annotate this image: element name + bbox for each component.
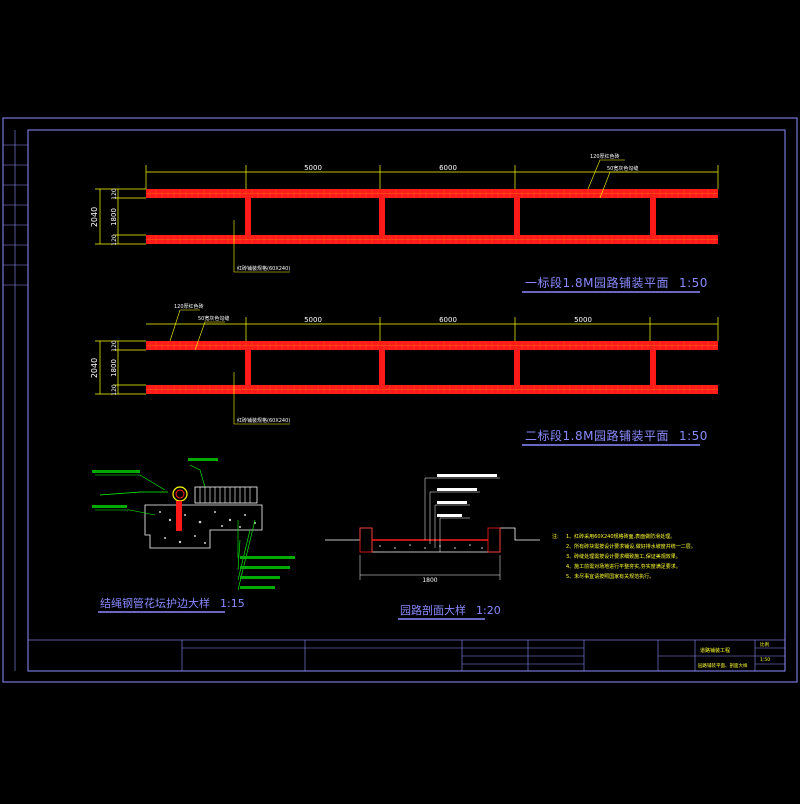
soil-mass [144, 504, 263, 549]
cross-band-2 [379, 198, 385, 235]
plan1-title: 一标段1.8M园路铺装平面 1:50 [525, 275, 708, 290]
plan-2: 5000 6000 5000 120 1800 120 2040 120厚红色砖… [90, 303, 719, 446]
cross-band-3 [514, 198, 520, 235]
plan1-scale: 1:50 [679, 276, 708, 290]
detail-planter-edge: 结绳钢管花坛护边大样 1:15 [92, 458, 295, 613]
notes-head: 注: [552, 533, 559, 540]
note2-top-a: 120厚红色砖 [174, 303, 204, 310]
note-top-b: 50宽灰色勾缝 [607, 165, 638, 172]
steel-pipe-inner [175, 489, 185, 499]
paving-block [194, 486, 258, 504]
dim-1800: 1800 [110, 208, 118, 226]
dim-5000: 5000 [304, 164, 322, 172]
note-3: 3、砖缝处理需按设计要求细致施工,保证美观效果。 [566, 553, 681, 560]
plan2-title-text: 二标段1.8M园路铺装平面 [525, 428, 669, 443]
plan1-title-text: 一标段1.8M园路铺装平面 [525, 275, 669, 290]
leader-b [599, 171, 630, 199]
tb-project: 道路铺装工程 [700, 647, 730, 654]
cross-band-4 [650, 198, 656, 235]
leader2-a [169, 309, 200, 342]
cross-band-2-1 [245, 350, 251, 385]
cross-band-2-3 [514, 350, 520, 385]
curb-right [487, 527, 501, 553]
dim2-5000-a: 5000 [304, 316, 322, 324]
tb-drawing: 园路铺装平面、剖面大样 [698, 662, 748, 669]
detail-left-scale: 1:15 [220, 597, 245, 610]
detail-mid-title: 园路剖面大样 1:20 [400, 603, 501, 617]
brick-hatch-2 [146, 345, 718, 390]
dim2-120-b: 120 [111, 384, 118, 396]
section-notes [437, 474, 497, 517]
dim2-2040: 2040 [90, 358, 99, 378]
green-notes [92, 458, 295, 589]
detail-mid-scale: 1:20 [476, 604, 501, 617]
note-2: 2、所有砖块需按设计要求铺设,做好排水坡度并统一二层。 [566, 543, 696, 550]
detail-mid-title-text: 园路剖面大样 [400, 603, 466, 617]
brick-hatch [146, 193, 718, 240]
soil-slope [99, 491, 168, 496]
title-block [27, 639, 786, 672]
note2-bottom: 红砖铺装规格(60X240) [237, 417, 290, 424]
leader-a [587, 159, 625, 190]
leader-c [233, 220, 290, 273]
dim-6000: 6000 [439, 164, 457, 172]
tb-scale-label: 比例 [760, 641, 769, 648]
steel-pipe [172, 486, 188, 502]
dim2-1800: 1800 [110, 359, 118, 377]
dim-left-2 [95, 340, 146, 395]
gravel-pattern [159, 511, 256, 544]
note-top-a: 120厚红色砖 [590, 153, 620, 160]
dim2-5000-b: 5000 [574, 316, 592, 324]
section-dim-1800: 1800 [422, 577, 437, 584]
sheet-border [2, 117, 798, 683]
detail-left-title-text: 结绳钢管花坛护边大样 [100, 596, 210, 610]
note2-top-b: 50宽灰色勾缝 [198, 315, 229, 322]
plan2-title: 二标段1.8M园路铺装平面 1:50 [525, 428, 708, 443]
dim2-120-a: 120 [111, 340, 118, 352]
section-leaders [424, 477, 500, 552]
note-1: 1、红砖采用60X240规格砖面,表面做防滑处理。 [566, 533, 675, 540]
note-5: 5、未尽事宜请按照国家有关规范执行。 [566, 573, 654, 580]
detail-left-title: 结绳钢管花坛护边大样 1:15 [100, 596, 245, 610]
note-bottom: 红砖铺装规格(60X240) [237, 265, 290, 272]
dim-top-2 [146, 317, 719, 341]
dim-120-b: 120 [111, 234, 118, 246]
dim2-6000: 6000 [439, 316, 457, 324]
cross-band-2-4 [650, 350, 656, 385]
detail-road-section: 1800 园路剖面大样 1:20 [325, 474, 540, 620]
post-red [176, 501, 182, 531]
leader2-c [233, 372, 290, 425]
green-leaders [95, 464, 256, 591]
inner-border [27, 129, 786, 672]
cross-band-2-2 [379, 350, 385, 385]
notes-block: 注: 1、红砖采用60X240规格砖面,表面做防滑处理。 2、所有砖块需按设计要… [552, 533, 696, 580]
cross-band-1 [245, 198, 251, 235]
section-hatch [379, 544, 483, 549]
section-dim [359, 555, 501, 580]
paving-hatch [199, 487, 251, 503]
binding-strip [3, 130, 28, 671]
dim-2040: 2040 [90, 207, 99, 227]
dim-left [95, 188, 146, 245]
note-4: 4、施工前需对场地进行平整夯实,夯实度满足要求。 [566, 563, 681, 570]
leader2-b [194, 321, 225, 351]
plan2-scale: 1:50 [679, 429, 708, 443]
tb-scale-value: 1:50 [760, 657, 770, 663]
dim-120-a: 120 [111, 188, 118, 200]
plan-1: 5000 6000 120 1800 120 2040 120厚红色砖 50宽灰… [90, 153, 719, 293]
curb-left [359, 527, 373, 553]
